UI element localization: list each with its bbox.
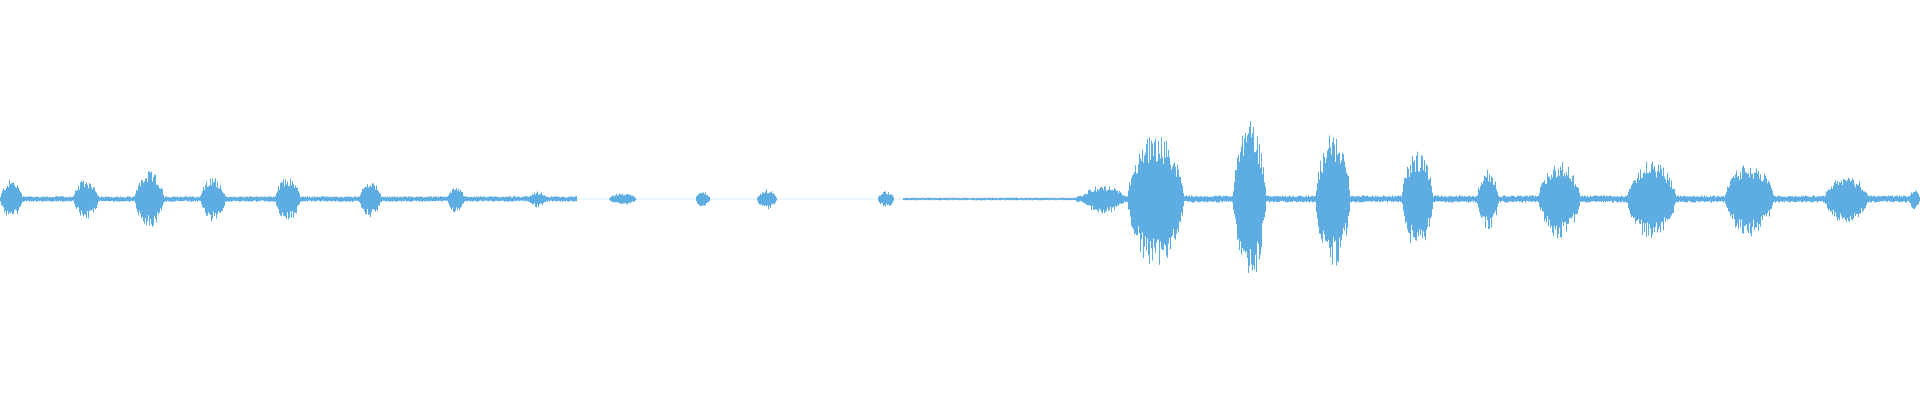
waveform-bars <box>0 121 1920 273</box>
waveform-path <box>0 121 1920 273</box>
